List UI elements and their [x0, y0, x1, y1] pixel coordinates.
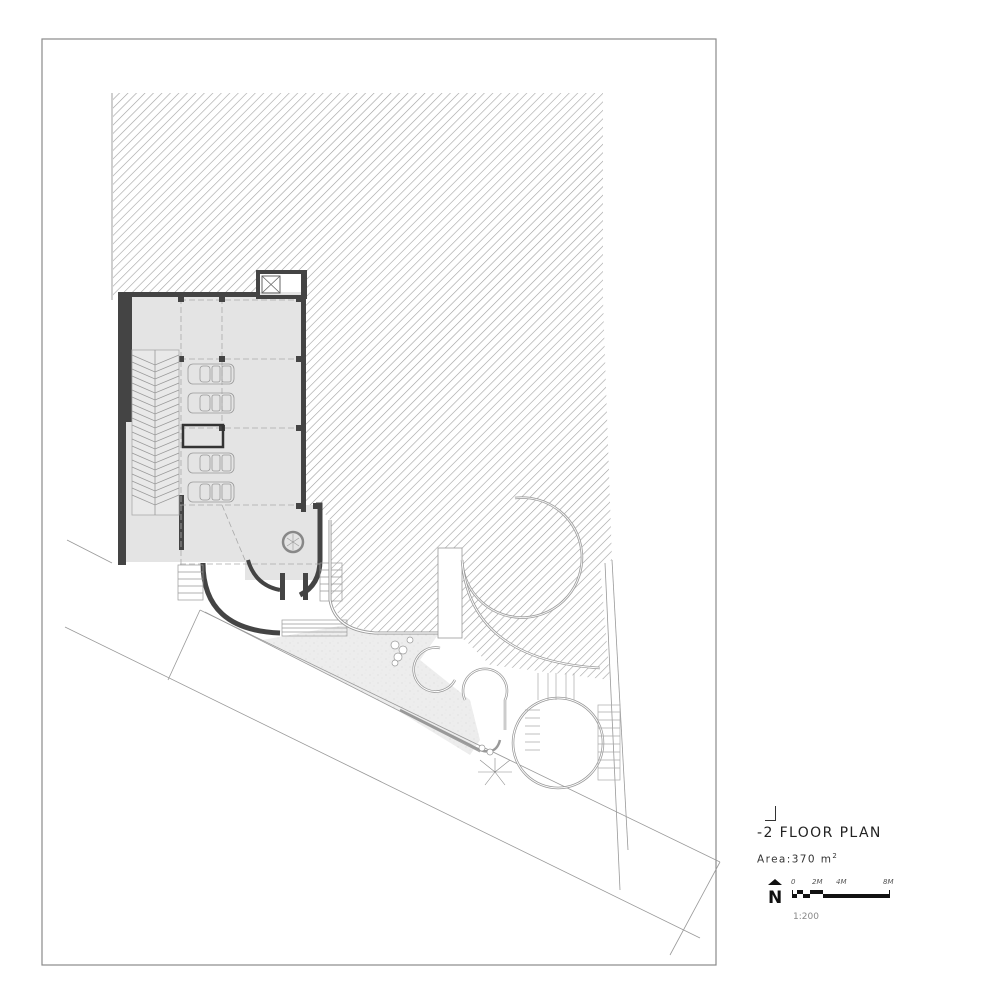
north-arrow-and-scale: N	[768, 879, 890, 908]
scale-tick-2m: 2M	[812, 878, 823, 886]
scale-tick-4m: 4M	[836, 878, 847, 886]
plan-area: Area:370 m2	[757, 852, 838, 866]
entrance-pillar	[280, 573, 285, 600]
north-wall	[118, 292, 258, 297]
entrance-curved-wall	[200, 562, 281, 636]
entrance-curved-wall-inner	[246, 559, 281, 592]
stair-column	[437, 547, 463, 639]
inner-wall-left	[179, 495, 184, 550]
west-wall	[118, 292, 132, 422]
corner-mark	[765, 806, 776, 821]
site-boundary-lines	[64, 539, 721, 956]
scale-tick-8m: 8M	[883, 878, 894, 886]
elevator-shaft	[256, 270, 307, 299]
entrance-pillar	[303, 573, 308, 600]
pavilion-stairs	[525, 673, 621, 781]
plan-title: -2 FLOOR PLAN	[757, 825, 882, 841]
west-wall-lower	[118, 420, 126, 565]
east-boundary	[604, 562, 621, 891]
scale-tick-0: 0	[791, 878, 796, 886]
scale-ratio: 1:200	[793, 912, 819, 922]
turntable-icon	[281, 530, 305, 554]
garage-floor-lower	[180, 505, 318, 580]
storage-room	[181, 423, 225, 449]
earth-hatch-area	[112, 93, 612, 680]
elevator-car	[261, 275, 281, 294]
car-icon	[187, 363, 235, 385]
shrubs	[390, 636, 494, 756]
car-icon	[187, 392, 235, 414]
scale-bar	[792, 890, 890, 898]
area-value: 370	[791, 853, 816, 866]
sheet-border	[41, 38, 717, 966]
area-label: Area:	[757, 853, 792, 866]
car-icon	[187, 481, 235, 503]
area-unit: m	[820, 853, 833, 866]
area-exponent: 2	[832, 852, 839, 860]
car-icon	[187, 452, 235, 474]
east-wall	[301, 272, 306, 512]
svg-text:N: N	[768, 888, 782, 908]
palm-tree-icon	[478, 758, 512, 786]
north-arrow-icon: N	[768, 879, 782, 908]
parked-cars	[187, 363, 235, 503]
ramp-stair	[131, 349, 180, 516]
